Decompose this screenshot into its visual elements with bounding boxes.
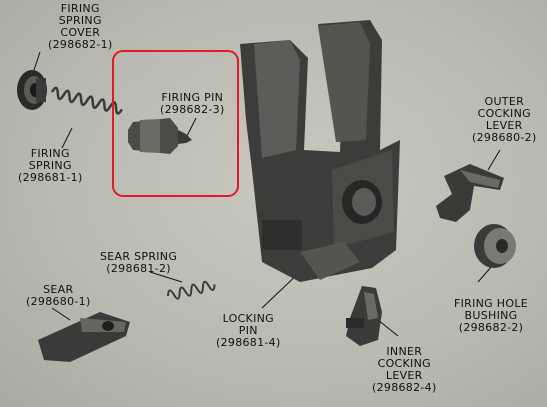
sear-part — [38, 312, 130, 362]
leader-spring — [61, 127, 73, 149]
leader-lines — [31, 51, 501, 337]
sear-spring-part — [167, 280, 216, 300]
firing-spring-cover-part — [17, 70, 47, 110]
inner-cocking-lever-part — [346, 286, 382, 346]
label-outer-cocking-lever: OUTER COCKING LEVER (298680-2) — [472, 95, 537, 144]
leader-sear-spring — [149, 271, 183, 283]
label-inner-cocking-lever: INNER COCKING LEVER (298682-4) — [372, 345, 437, 394]
receiver-block — [240, 20, 400, 282]
firing-pin-part — [128, 118, 192, 154]
label-firing-pin: FIRING PIN (298682-3) — [160, 91, 225, 116]
leader-inner-lever — [377, 319, 399, 337]
label-sear-spring: SEAR SPRING (298681-2) — [100, 250, 178, 275]
firing-hole-bushing-part — [474, 224, 516, 268]
outer-cocking-lever-part — [436, 164, 504, 222]
highlight-box — [112, 50, 239, 197]
leader-pin — [185, 117, 197, 139]
firing-spring-part — [50, 86, 123, 115]
label-firing-hole-bushing: FIRING HOLE BUSHING (298682-2) — [454, 297, 529, 334]
leader-sear — [51, 307, 71, 321]
label-firing-spring-cover: FIRING SPRING COVER (298682-1) — [48, 2, 113, 51]
leader-bushing — [477, 265, 493, 283]
label-locking-pin: LOCKING PIN (298681-4) — [216, 312, 281, 349]
label-sear: SEAR (298680-1) — [26, 283, 91, 308]
label-firing-spring: FIRING SPRING (298681-1) — [18, 147, 83, 184]
leader-outer-lever — [487, 149, 501, 171]
